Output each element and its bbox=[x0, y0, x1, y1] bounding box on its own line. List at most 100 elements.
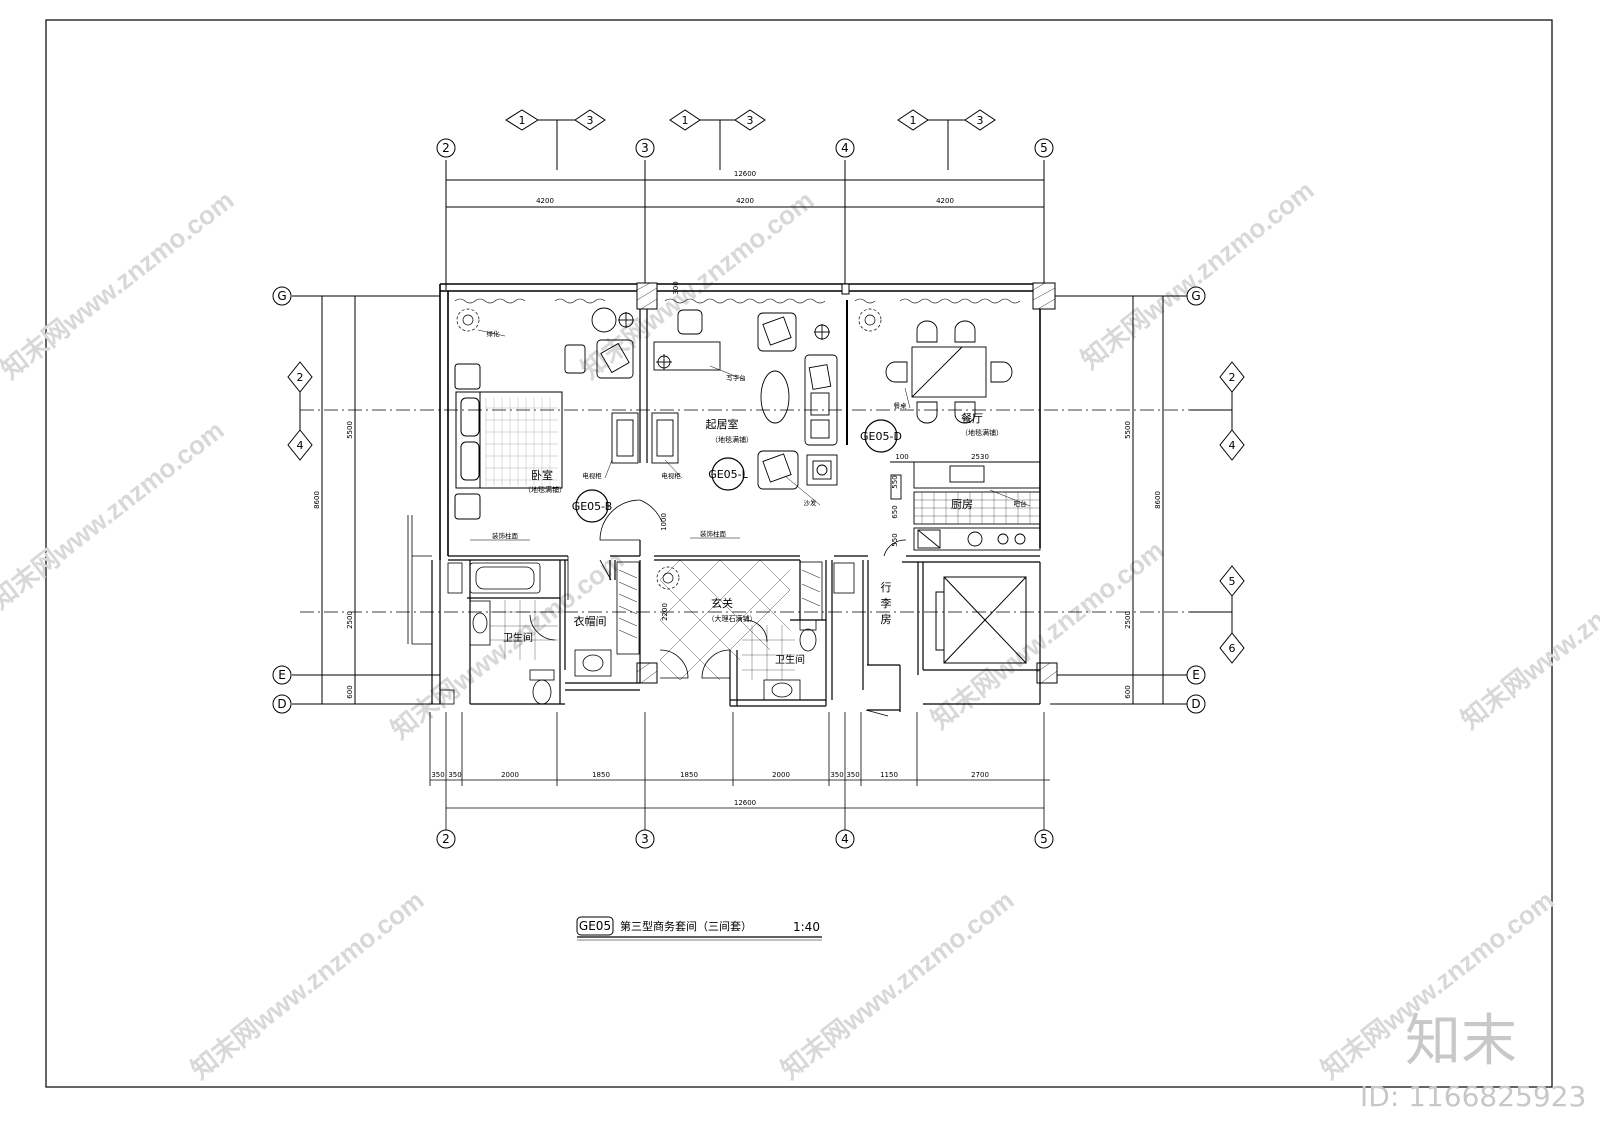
grid-bubble-top-5: 5 bbox=[1034, 138, 1054, 158]
svg-text:GE05-D: GE05-D bbox=[860, 430, 902, 443]
grid-bubble-top-4: 4 bbox=[835, 138, 855, 158]
grid-bubble-G-right: G bbox=[1186, 286, 1206, 306]
dim-bottom: 1850 bbox=[680, 771, 698, 779]
dim-right: 600 bbox=[1124, 685, 1132, 698]
door-swings bbox=[529, 499, 907, 717]
side-mark-label: 4 bbox=[297, 439, 304, 452]
dim-kitchen: 2530 bbox=[971, 453, 989, 461]
dim-right: 2500 bbox=[1124, 611, 1132, 629]
grid-bubble-bottom-4: 4 bbox=[835, 829, 855, 849]
grid-bubble-top-2: 2 bbox=[436, 138, 456, 158]
svg-text:3: 3 bbox=[641, 141, 649, 155]
room-label-bedroom: 卧室 bbox=[531, 468, 553, 482]
dining-furniture bbox=[885, 320, 1013, 424]
dim-bottom: 2000 bbox=[772, 771, 790, 779]
bathroom-fixtures bbox=[469, 600, 817, 705]
side-mark-label: 4 bbox=[1229, 439, 1236, 452]
detail-tag-b: GE05-B bbox=[572, 489, 613, 523]
dim-top-bay: 4200 bbox=[536, 197, 554, 205]
svg-text:3: 3 bbox=[641, 832, 649, 846]
room-label-luggage: 李 bbox=[881, 596, 892, 610]
watermark-text: 知末网www.znzmo.com bbox=[385, 545, 629, 745]
bed-cover-pattern bbox=[485, 398, 558, 486]
dim-left: 5500 bbox=[346, 421, 354, 439]
exterior-panel bbox=[407, 515, 432, 645]
room-label-bath-2: 卫生间 bbox=[775, 653, 805, 666]
title-tag: GE05 bbox=[579, 919, 611, 933]
detail-tag-l: GE05-L bbox=[708, 457, 749, 491]
room-label-closet: 衣帽间 bbox=[574, 614, 607, 628]
kitchen-counter bbox=[890, 461, 1041, 551]
title-text: 第三型商务套间（三间套） bbox=[620, 919, 752, 933]
structural-columns bbox=[636, 282, 1058, 684]
grid-bubble-top-3: 3 bbox=[635, 138, 655, 158]
leader-lines bbox=[470, 329, 1031, 541]
dim-top-bay: 4200 bbox=[936, 197, 954, 205]
dim-bottom: 350 bbox=[448, 771, 461, 779]
dim-bottom: 350 bbox=[431, 771, 444, 779]
svg-text:E: E bbox=[1192, 668, 1200, 682]
svg-text:GE05-B: GE05-B bbox=[572, 500, 613, 513]
label-tv: 电视柜 bbox=[661, 471, 681, 480]
grid-bubble-E-right: E bbox=[1186, 665, 1206, 685]
dim-left: 600 bbox=[346, 685, 354, 698]
dim-bottom: 2000 bbox=[501, 771, 519, 779]
dim-door: 1000 bbox=[660, 513, 668, 531]
row-grid-lines bbox=[292, 295, 1190, 705]
label-bar: 吧台 bbox=[1014, 499, 1027, 508]
room-label-living: 起居室 bbox=[706, 417, 739, 431]
dim-left-total: 8600 bbox=[313, 491, 321, 509]
svg-text:5: 5 bbox=[1040, 832, 1048, 846]
room-label-bath-1: 卫生间 bbox=[503, 631, 533, 644]
foyer-marble-pattern bbox=[659, 559, 791, 681]
bottom-dim-lines bbox=[429, 712, 1050, 830]
svg-text:G: G bbox=[277, 289, 286, 303]
label-desk: 写字台 bbox=[726, 373, 746, 382]
dim-bottom-total: 12600 bbox=[734, 799, 756, 807]
wardrobe-hangers bbox=[618, 569, 821, 639]
watermark-text: 知末网www.znzmo.com bbox=[1455, 535, 1600, 735]
living-furniture bbox=[651, 300, 848, 490]
side-mark-label: 2 bbox=[1229, 371, 1236, 384]
section-marker bbox=[669, 109, 766, 170]
dim-bottom: 1850 bbox=[592, 771, 610, 779]
dim-bottom: 350 bbox=[830, 771, 843, 779]
curtains bbox=[454, 298, 1021, 304]
elevator-shaft bbox=[935, 576, 1027, 664]
label-sofa: 沙发 bbox=[804, 498, 818, 507]
side-marker-right bbox=[1190, 361, 1245, 461]
label-deco: 装饰柱面 bbox=[492, 531, 519, 540]
drawing-title: GE05 第三型商务套间（三间套） 1:40 bbox=[576, 916, 822, 941]
dim-kitchen: 100 bbox=[895, 453, 908, 461]
kitchen-tile bbox=[914, 492, 1040, 524]
side-marker-right-2 bbox=[1190, 565, 1245, 664]
section-label: 3 bbox=[587, 114, 594, 127]
dim-kitchen: 650 bbox=[891, 505, 899, 518]
shafts bbox=[439, 562, 855, 705]
dim-ceiling: 300 bbox=[672, 281, 680, 294]
dim-kitchen: 550 bbox=[891, 475, 899, 488]
dim-right-total: 8600 bbox=[1154, 491, 1162, 509]
svg-text:E: E bbox=[278, 668, 286, 682]
section-label: 1 bbox=[682, 114, 689, 127]
label-dining-table: 餐桌 bbox=[894, 401, 908, 410]
axis-centerlines bbox=[300, 409, 1220, 613]
bathtub bbox=[469, 562, 541, 594]
room-floor-living: （地毯满铺） bbox=[711, 435, 753, 444]
grid-bubble-D-right: D bbox=[1186, 694, 1206, 714]
side-marker-left bbox=[287, 361, 313, 461]
watermark-text: 知末网www.znzmo.com bbox=[1075, 175, 1319, 375]
svg-text:GE05-L: GE05-L bbox=[708, 468, 748, 481]
section-marker bbox=[897, 109, 996, 170]
watermark-text: 知末网www.znzmo.com bbox=[185, 885, 429, 1085]
section-label: 3 bbox=[747, 114, 754, 127]
grid-bubble-bottom-2: 2 bbox=[436, 829, 456, 849]
room-label-dining: 餐厅 bbox=[961, 411, 983, 425]
dim-kitchen: 550 bbox=[891, 533, 899, 546]
room-label-foyer: 玄关 bbox=[711, 596, 733, 610]
top-grid-lines bbox=[445, 160, 1045, 290]
room-label-luggage: 房 bbox=[881, 613, 892, 626]
bedroom-lounge bbox=[564, 307, 639, 464]
dim-right: 5500 bbox=[1124, 421, 1132, 439]
